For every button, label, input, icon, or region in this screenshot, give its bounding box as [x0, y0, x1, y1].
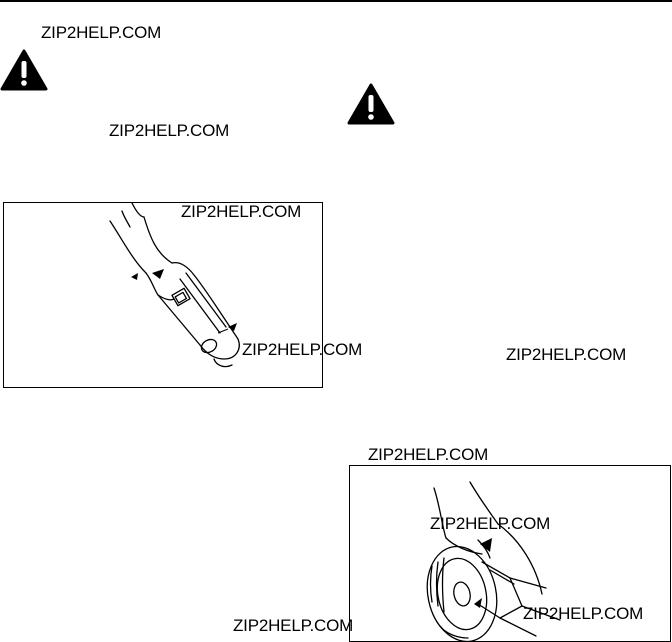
watermark-text: ZIP2HELP.COM [41, 23, 162, 42]
wrench-illustration [109, 203, 240, 368]
watermark-text: ZIP2HELP.COM [523, 604, 644, 623]
watermark-text: ZIP2HELP.COM [109, 121, 230, 140]
watermark-text: ZIP2HELP.COM [430, 514, 551, 533]
watermark-text: ZIP2HELP.COM [181, 202, 302, 221]
warning-triangle-icon [0, 49, 48, 91]
top-rule [0, 0, 672, 2]
watermark-text: ZIP2HELP.COM [368, 445, 489, 464]
tire-figure [349, 465, 671, 642]
tire-illustration [426, 481, 561, 641]
warning-triangle-icon [347, 83, 395, 125]
watermark-text: ZIP2HELP.COM [242, 340, 363, 359]
watermark-text: ZIP2HELP.COM [506, 345, 627, 364]
wrench-figure [3, 202, 323, 388]
watermark-text: ZIP2HELP.COM [233, 616, 354, 635]
